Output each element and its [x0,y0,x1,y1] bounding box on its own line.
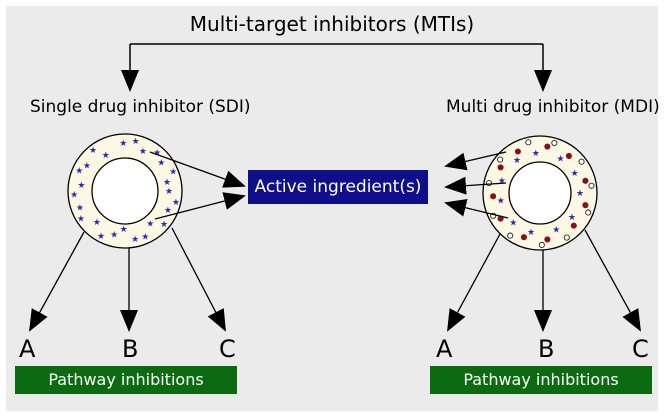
star-particle: ★ [110,231,118,241]
mdi-arrow-active-1 [444,151,507,171]
dot-particle [570,222,577,229]
mdi-arrow-active-2 [444,176,507,195]
star-particle: ★ [76,203,84,213]
star-particle: ★ [160,220,168,230]
dot-particle [563,234,570,241]
dot-particle [582,177,589,184]
star-particle: ★ [509,219,517,229]
dot-particle [497,156,504,163]
sdi-arrow-active-2 [154,192,246,220]
star-particle: ★ [172,198,180,208]
dot-particle [525,139,532,146]
star-particle: ★ [163,178,171,188]
star-particle: ★ [102,151,110,161]
sdi-target-a: A [19,335,36,363]
mdi-label: Multi drug inhibitor (MDI) [446,97,660,117]
mdi-target-c: C [632,335,649,363]
dot-particle [538,241,545,249]
star-particle: ★ [513,156,521,166]
star-particle: ★ [119,139,127,149]
star-particle: ★ [75,167,83,177]
sdi-arrow-c [171,227,226,332]
star-particle: ★ [527,228,535,238]
star-particle: ★ [131,235,139,245]
star-particle: ★ [498,177,506,187]
dot-particle [578,158,585,165]
star-particle: ★ [576,189,584,199]
dot-particle [514,148,521,155]
sdi-pathway-inhibitions-box: Pathway inhibitions [15,366,237,394]
dot-particle [565,152,572,160]
star-particle: ★ [120,225,128,235]
star-particle: ★ [552,226,560,236]
dot-particle [582,202,589,209]
star-particle: ★ [97,232,105,242]
mdi-pathway-inhibitions-box: Pathway inhibitions [430,366,652,394]
mdi-target-a: A [436,335,453,363]
star-particle: ★ [532,149,540,159]
sdi-arrow-a [29,231,85,332]
dot-particle [520,234,527,241]
dot-particle [551,139,558,147]
sdi-target-b: B [122,335,139,363]
star-particle: ★ [153,149,161,159]
mdi-arrow-active-3 [444,198,509,219]
mdi-arrow-c [584,229,641,332]
sdi-arrow-active-1 [149,151,246,188]
diagram-title: Multi-target inhibitors (MTIs) [189,12,475,36]
star-particle: ★ [164,206,172,216]
star-particle: ★ [77,181,85,191]
mdi-target-b: B [538,335,555,363]
dot-particle [544,236,551,243]
star-particle: ★ [139,147,147,157]
sdi-label: Single drug inhibitor (SDI) [30,97,251,117]
star-particle: ★ [89,146,97,156]
star-particle: ★ [146,219,154,229]
sdi-star-particles: ★★★★★★★★★★★★★★★★★★★★★★★★★★ [70,137,180,245]
star-particle: ★ [497,197,505,207]
dot-particle [585,209,592,216]
star-particle: ★ [557,155,565,165]
mdi-arrow-a [447,233,501,332]
dot-particle [497,164,504,171]
star-particle: ★ [141,233,149,243]
dot-particle [544,143,551,150]
sdi-target-c: C [219,335,236,363]
star-particle: ★ [93,218,101,228]
star-particle: ★ [568,213,576,223]
star-particle: ★ [157,159,165,169]
dot-particle [588,182,595,189]
star-particle: ★ [83,161,91,171]
star-particle: ★ [77,215,85,225]
dot-particle [490,193,497,200]
dot-particle [507,232,514,239]
sdi-ring: ★★★★★★★★★★★★★★★★★★★★★★★★★★ [67,133,183,249]
star-particle: ★ [165,187,173,197]
star-particle: ★ [132,137,140,147]
star-particle: ★ [571,169,579,179]
star-particle: ★ [169,168,177,178]
mdi-ring: ★ ★ ★ ★ ★ ★ ★ ★ ★ ★ ★ [482,135,598,251]
star-particle: ★ [70,191,78,201]
active-ingredient-box: Active ingredient(s) [248,170,428,204]
